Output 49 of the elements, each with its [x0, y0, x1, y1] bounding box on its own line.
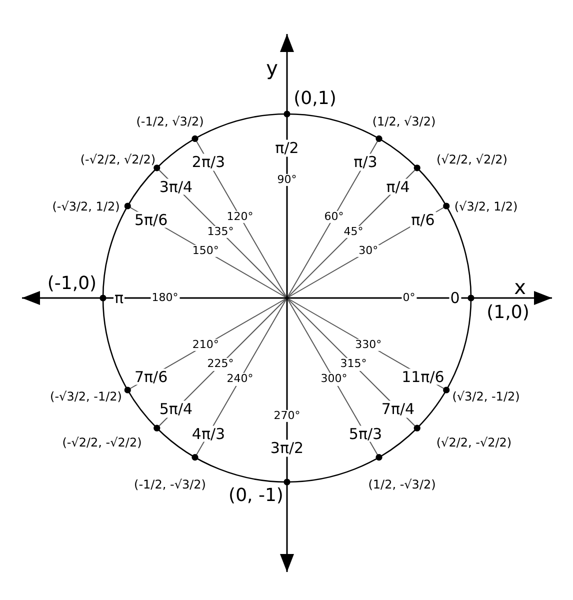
axis-label: y — [265, 57, 279, 79]
coordinate-label: (0,1) — [292, 89, 338, 109]
degree-label: 120° — [226, 210, 254, 223]
axis-label: x — [513, 276, 527, 298]
radian-label: 11π/6 — [400, 368, 446, 385]
degree-label: 45° — [342, 225, 364, 238]
radian-label: 0 — [449, 290, 461, 306]
degree-label: 60° — [323, 210, 345, 223]
degree-label: 180° — [150, 292, 180, 304]
coordinate-label: (-√3/2, 1/2) — [51, 200, 121, 214]
degree-label: 135° — [206, 225, 235, 238]
radian-label: 2π/3 — [190, 154, 226, 170]
coordinate-label: (-1/2, -√3/2) — [133, 478, 207, 492]
coordinate-label: (√2/2, √2/2) — [436, 153, 508, 167]
radian-label: 3π/2 — [269, 440, 305, 456]
coordinate-label: (-√2/2, √2/2) — [79, 153, 157, 167]
radian-label: π/4 — [385, 178, 411, 196]
coordinate-label: (1/2, -√3/2) — [367, 478, 437, 492]
radian-label: 7π/4 — [380, 400, 416, 418]
degree-label: 210° — [191, 338, 220, 352]
coordinate-label: (0, -1) — [228, 486, 284, 506]
coordinate-label: (1/2, √3/2) — [371, 115, 437, 129]
degree-label: 90° — [276, 174, 298, 186]
radian-label: 4π/3 — [190, 426, 226, 442]
coordinate-label: (√3/2, -1/2) — [451, 390, 521, 404]
degree-label: 240° — [226, 373, 254, 386]
coordinate-label: (1,0) — [486, 303, 530, 323]
coordinate-label: (√3/2, 1/2) — [453, 200, 519, 214]
degree-label: 225° — [206, 358, 235, 370]
radian-label: 5π/4 — [158, 400, 194, 418]
degree-label: 300° — [320, 373, 348, 386]
radian-label: π/3 — [352, 154, 378, 170]
degree-label: 150° — [191, 244, 220, 258]
coordinate-label: (√2/2, -√2/2) — [435, 436, 513, 450]
radian-label: 3π/4 — [158, 178, 194, 196]
radian-label: π/2 — [274, 140, 300, 156]
degree-label: 330° — [354, 338, 383, 352]
degree-label: 315° — [339, 358, 368, 370]
radian-label: 5π/6 — [133, 211, 169, 228]
coordinate-label: (-1,0) — [46, 274, 98, 294]
degree-label: 0° — [402, 292, 416, 304]
coordinate-label: (-√2/2, -√2/2) — [61, 436, 143, 450]
radian-label: π/6 — [410, 211, 436, 228]
radian-label: 5π/3 — [348, 426, 384, 442]
coordinate-label: (-1/2, √3/2) — [135, 115, 205, 129]
radian-label: 7π/6 — [133, 368, 169, 385]
degree-label: 30° — [358, 244, 380, 258]
coordinate-label: (-√3/2, -1/2) — [49, 390, 123, 404]
degree-label: 270° — [272, 410, 302, 422]
